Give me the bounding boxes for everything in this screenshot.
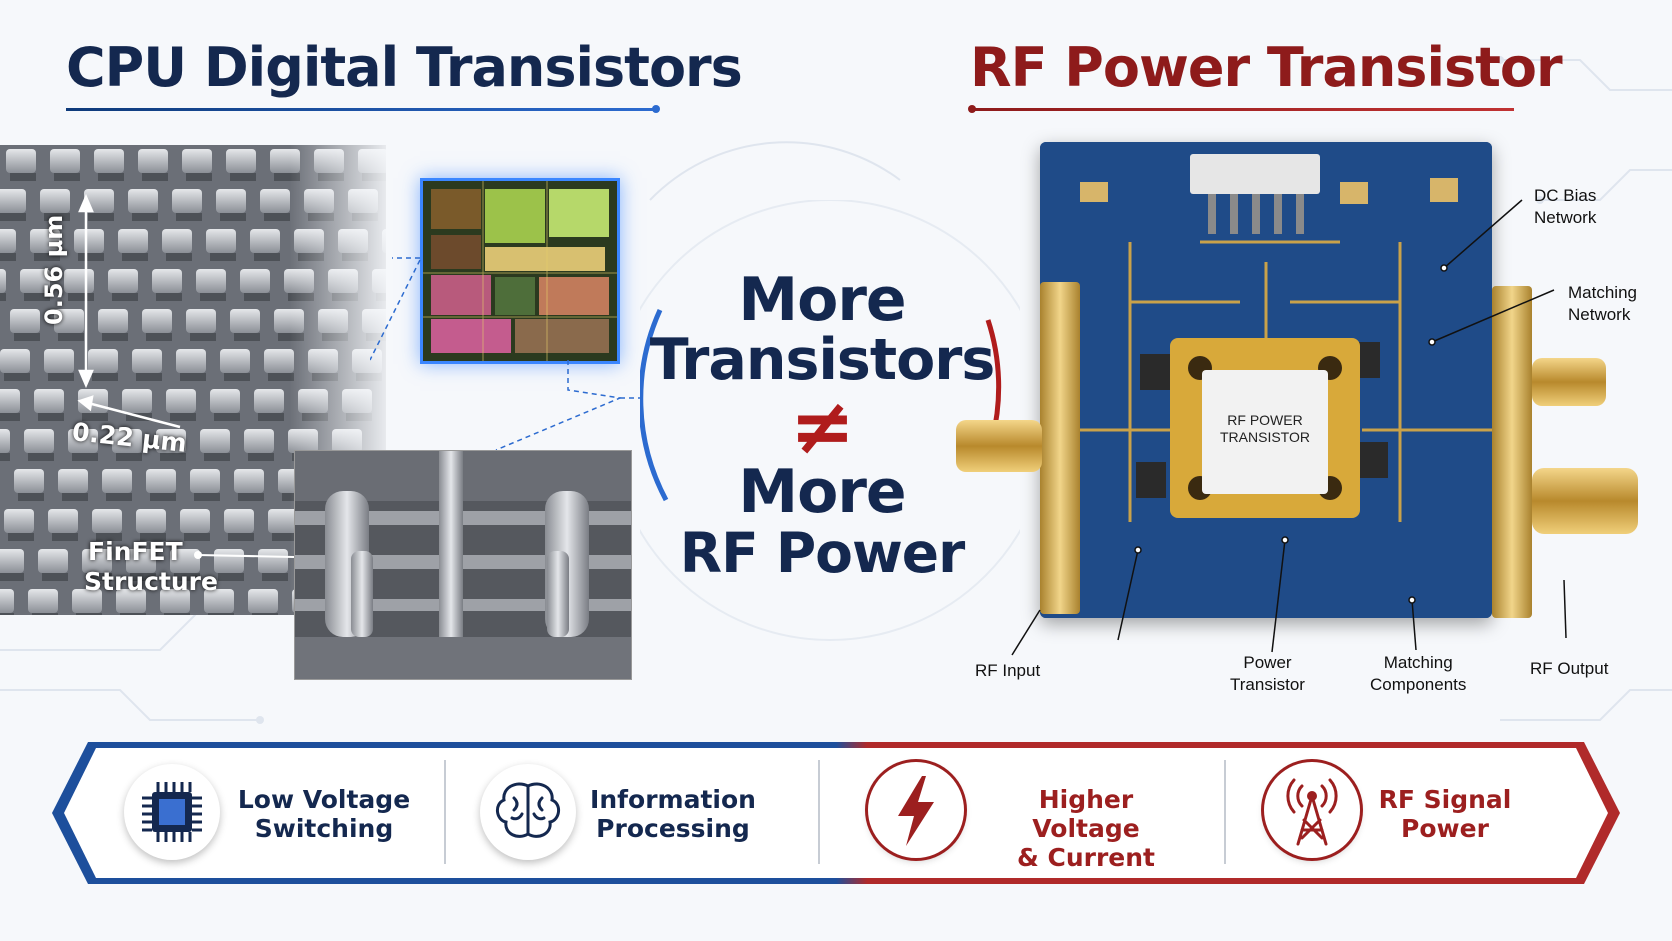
matching-components-callout-line1: Matching (1383, 653, 1453, 672)
rf-amplifier-board: RF POWER TRANSISTOR (1040, 142, 1492, 618)
rf-chip-label: RF POWER TRANSISTOR (1202, 412, 1328, 446)
brain-icon (480, 764, 576, 860)
center-line-more-2: More (738, 457, 906, 527)
finfet-label-line2: Structure (84, 567, 218, 596)
feature-higher-voltage-line2: & Current (1016, 842, 1155, 872)
right-title-underline (972, 108, 1514, 111)
feature-information-processing: Information Processing (588, 785, 758, 844)
matching-network-callout-line2: Network (1568, 305, 1631, 325)
rf-input-callout: RF Input (975, 661, 1041, 680)
cpu-digital-title: CPU Digital Transistors (66, 36, 743, 99)
cpu-chip-icon (124, 764, 220, 860)
feature-information-processing-line2: Processing (596, 813, 750, 843)
not-equal-symbol: ≠ (789, 382, 855, 472)
rf-chip-label-line2: TRANSISTOR (1220, 428, 1310, 445)
center-line-transistors: Transistors (649, 327, 996, 393)
finfet-closeup-image (294, 450, 632, 680)
rf-input-connector (956, 420, 1042, 472)
finfet-label-line1: FinFET (88, 537, 183, 566)
feature-rf-signal-power: RF Signal Power (1370, 785, 1520, 844)
right-underline-dot (968, 105, 976, 113)
feature-divider-1 (444, 760, 446, 864)
matching-components-callout: Matching Components (1370, 652, 1466, 696)
power-transistor-callout-line1: Power (1243, 653, 1292, 672)
zoom-connector-lines (370, 257, 640, 451)
feature-low-voltage: Low Voltage Switching (236, 785, 412, 844)
feature-rf-signal-power-line2: Power (1401, 813, 1489, 843)
feature-higher-voltage: Higher Voltage & Current (996, 785, 1176, 872)
feature-divider-3 (1224, 760, 1226, 864)
rf-output-connector-bottom (1532, 468, 1638, 534)
rf-output-connector-top (1532, 358, 1606, 406)
feature-divider-2 (818, 760, 820, 864)
feature-low-voltage-line2: Switching (254, 813, 394, 843)
left-title-underline (66, 108, 656, 111)
feature-higher-voltage-line1: Higher Voltage (1032, 785, 1140, 843)
right-gold-rail (1492, 286, 1532, 618)
matching-network-callout-line1: Matching (1568, 283, 1637, 302)
dc-bias-callout: DC Bias Network (1534, 185, 1596, 229)
power-transistor-callout-line2: Transistor (1230, 675, 1305, 695)
radio-tower-icon (1264, 762, 1360, 858)
feature-low-voltage-line1: Low Voltage (237, 785, 411, 814)
feature-rf-signal-power-line1: RF Signal (1378, 785, 1512, 814)
feature-information-processing-line1: Information (590, 785, 756, 814)
left-underline-dot (652, 105, 660, 113)
rf-output-callout: RF Output (1530, 659, 1609, 678)
matching-components-callout-line2: Components (1370, 675, 1467, 695)
dc-bias-callout-line2: Network (1534, 208, 1597, 228)
cpu-die-image (420, 178, 620, 364)
rf-chip-label-line1: RF POWER (1227, 412, 1303, 428)
power-transistor-callout: Power Transistor (1230, 652, 1305, 696)
lightning-bolt-icon (868, 762, 964, 858)
finfet-pointer-line (194, 551, 295, 559)
center-line-more-1: More (738, 265, 906, 335)
dc-bias-callout-line1: DC Bias (1534, 186, 1597, 205)
matching-network-callout: Matching Network (1568, 282, 1637, 326)
rf-power-title: RF Power Transistor (970, 36, 1563, 99)
left-gold-rail (1040, 282, 1080, 614)
center-line-rf-power: RF Power (679, 521, 965, 585)
